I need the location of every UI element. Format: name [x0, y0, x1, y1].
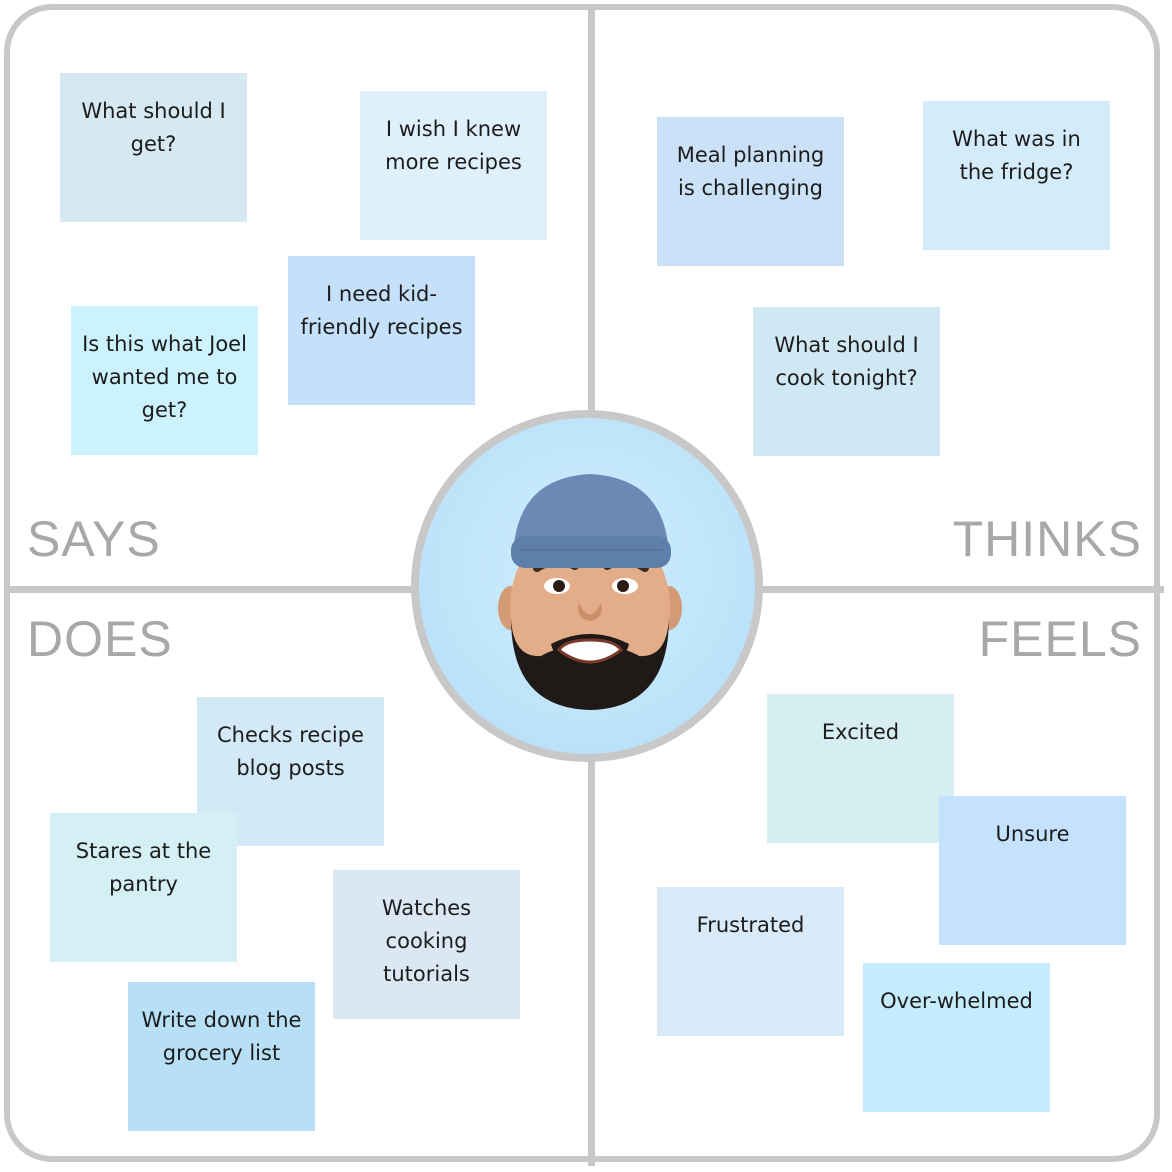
sticky-note-does[interactable]: Watches cooking tutorials	[333, 870, 520, 1019]
sticky-note-thinks[interactable]: Meal planning is challenging	[657, 117, 844, 266]
says-label: SAYS	[27, 511, 161, 567]
avatar	[411, 410, 763, 762]
does-label: DOES	[27, 611, 173, 667]
sticky-note-thinks[interactable]: What was in the fridge?	[923, 101, 1110, 250]
sticky-note-does[interactable]: Stares at the pantry	[50, 813, 237, 962]
sticky-note-thinks[interactable]: What should I cook tonight?	[753, 307, 940, 456]
thinks-label: THINKS	[952, 511, 1142, 567]
sticky-note-does[interactable]: Checks recipe blog posts	[197, 697, 384, 846]
sticky-note-feels[interactable]: Excited	[767, 694, 954, 843]
sticky-note-does[interactable]: Write down the grocery list	[128, 982, 315, 1131]
sticky-note-feels[interactable]: Frustrated	[657, 887, 844, 1036]
sticky-note-says[interactable]: I wish I knew more recipes	[360, 91, 547, 240]
sticky-note-says[interactable]: Is this what Joel wanted me to get?	[71, 306, 258, 455]
sticky-note-feels[interactable]: Unsure	[939, 796, 1126, 945]
sticky-note-says[interactable]: What should I get?	[60, 73, 247, 222]
feels-label: FEELS	[978, 611, 1142, 667]
sticky-note-feels[interactable]: Over-whelmed	[863, 963, 1050, 1112]
avatar-background	[419, 418, 755, 754]
sticky-note-says[interactable]: I need kid-friendly recipes	[288, 256, 475, 405]
person-avatar-icon	[498, 474, 682, 710]
